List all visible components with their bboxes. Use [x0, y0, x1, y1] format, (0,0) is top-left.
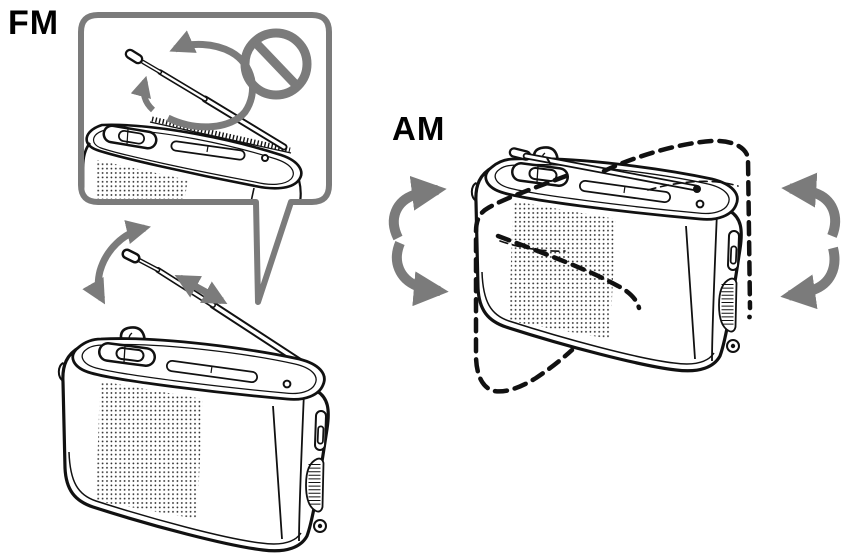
zoom-left-edge: [84, 142, 92, 199]
rotate-right-arrows-icon: [780, 172, 841, 310]
antenna-swing-arrow-icon: [82, 220, 151, 305]
zoom-front-edge-a: [250, 187, 255, 199]
zoom-telescopic-antenna: [124, 48, 288, 151]
antenna-raise-arrow-icon: [130, 75, 156, 113]
zoom-tuning-window: [170, 140, 246, 161]
am-radio-illustration: [388, 138, 841, 394]
rotated-position-dashed-outline: [473, 138, 753, 394]
zoom-speaker-grille: [95, 160, 188, 199]
antenna-extend-retract-arrow-icon: [174, 274, 228, 305]
retracted-antenna: [508, 147, 701, 193]
callout-zoom-illustration: [84, 28, 312, 199]
prohibition-icon: [240, 28, 312, 100]
rotate-left-arrows-icon: [388, 175, 449, 307]
zoom-back-edge: [149, 121, 292, 154]
zoom-front-edge-b: [297, 179, 302, 199]
callout-balloon-border: [78, 12, 332, 305]
fm-radio-illustration: [59, 220, 328, 551]
fm-band-label: FM: [8, 4, 60, 42]
zoom-band-slider-switch: [102, 124, 158, 150]
fm-callout: [78, 12, 332, 305]
zoom-top-panel-inner: [93, 129, 294, 185]
am-band-label: AM: [392, 110, 446, 147]
zoom-indicator-hole: [261, 154, 269, 162]
